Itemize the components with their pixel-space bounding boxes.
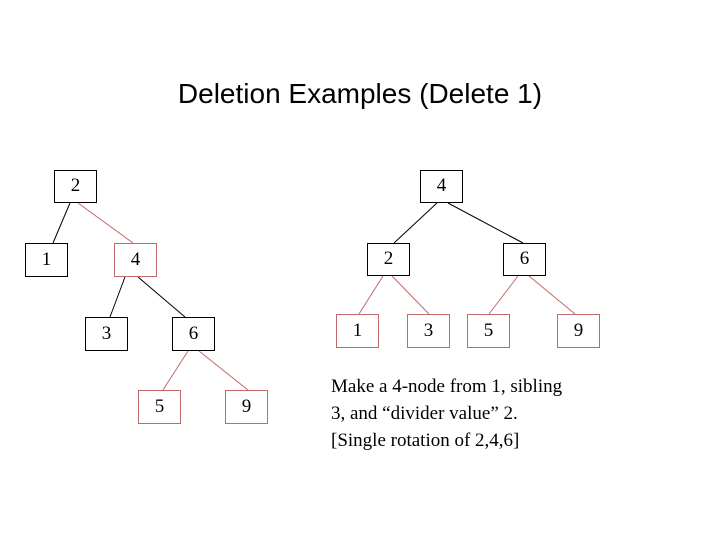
- before-tree-edge-L-2-L-1: [52, 202, 71, 244]
- before-tree-node-9[interactable]: 9: [225, 390, 268, 424]
- before-tree-node-1[interactable]: 1: [25, 243, 68, 277]
- after-tree-node-label: 3: [423, 319, 434, 341]
- before-tree-node-label: 5: [154, 395, 165, 417]
- after-tree-node-label: 1: [352, 319, 363, 341]
- after-tree-edge-R-6-R-9: [528, 275, 576, 315]
- after-tree-edge-R-4-R-6: [447, 202, 524, 244]
- after-tree-node-label: 2: [383, 248, 394, 269]
- before-tree-node-4[interactable]: 4: [114, 243, 157, 277]
- after-tree-node-label: 9: [573, 319, 584, 341]
- explanation-line-2: 3, and “divider value” 2.: [331, 403, 518, 424]
- before-tree-node-2[interactable]: 2: [54, 170, 97, 203]
- explanation-line-1: Make a 4-node from 1, sibling: [331, 376, 563, 397]
- after-tree-node-6[interactable]: 6: [503, 243, 546, 276]
- before-tree-node-label: 6: [188, 322, 199, 344]
- after-tree-node-3[interactable]: 3: [407, 314, 450, 348]
- before-tree-edge-L-6-L-5: [162, 350, 189, 391]
- after-tree-node-5[interactable]: 5: [467, 314, 510, 348]
- explanation-line-3: [Single rotation of 2,4,6]: [331, 430, 520, 451]
- before-tree-node-label: 9: [241, 395, 252, 417]
- after-tree-edge-R-2-R-1: [358, 275, 384, 315]
- before-tree-edge-L-4-L-6: [137, 276, 186, 318]
- after-tree-node-4[interactable]: 4: [420, 170, 463, 203]
- before-tree-node-5[interactable]: 5: [138, 390, 181, 424]
- after-tree-node-9[interactable]: 9: [557, 314, 600, 348]
- before-tree-edge-L-4-L-3: [109, 276, 126, 318]
- page-title: Deletion Examples (Delete 1): [177, 78, 543, 109]
- after-tree-edge-R-2-R-3: [391, 275, 430, 315]
- before-tree-edge-L-6-L-9: [198, 350, 249, 391]
- after-tree-node-1[interactable]: 1: [336, 314, 379, 348]
- before-tree-node-3[interactable]: 3: [85, 317, 128, 351]
- before-tree-node-6[interactable]: 6: [172, 317, 215, 351]
- after-tree-node-2[interactable]: 2: [367, 243, 410, 276]
- before-tree-node-label: 3: [101, 322, 112, 344]
- after-tree-node-label: 5: [483, 319, 494, 341]
- explanation-text: Make a 4-node from 1, sibling 3, and “div…: [331, 373, 641, 454]
- after-tree-node-label: 6: [519, 248, 530, 269]
- before-tree-node-label: 1: [41, 248, 52, 270]
- after-tree-edge-R-6-R-5: [488, 275, 519, 315]
- before-tree-node-label: 2: [70, 175, 81, 196]
- before-tree-node-label: 4: [130, 248, 141, 270]
- after-tree-edge-R-4-R-2: [393, 202, 438, 244]
- after-tree-node-label: 4: [436, 175, 447, 196]
- before-tree-edge-L-2-L-4: [77, 202, 134, 244]
